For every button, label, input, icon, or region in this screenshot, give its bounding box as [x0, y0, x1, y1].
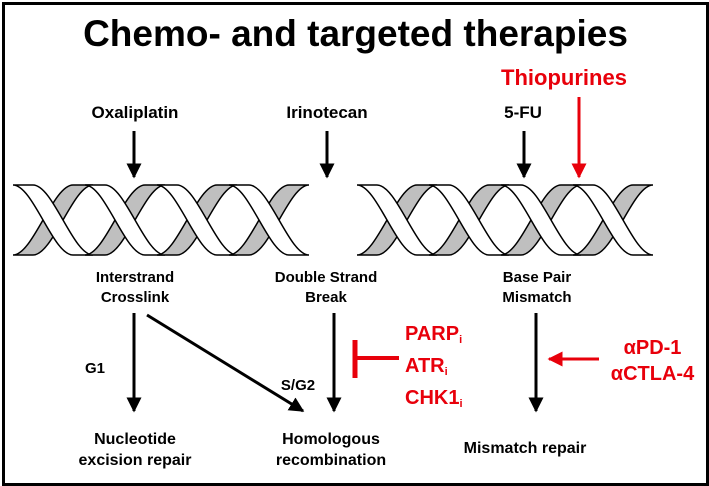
diagram-title: Chemo- and targeted therapies: [83, 13, 628, 54]
inhibitor-actla4: αCTLA-4: [610, 363, 695, 385]
repair-mismatch: Mismatch repair: [463, 440, 587, 457]
phase-g1: G1: [84, 360, 105, 377]
phase-s-g2: S/G2: [280, 377, 316, 394]
checkpoint-inhibitors: αPD-1 αCTLA-4: [605, 335, 700, 387]
diagram-graphics: [12, 97, 654, 413]
inhibitor-chk1: CHK1i: [405, 387, 463, 410]
inhibitor-list: PARPi ATRi CHK1i: [405, 321, 463, 417]
dna-helix-left: [12, 184, 310, 256]
inhibitor-apd1: αPD-1: [623, 337, 682, 359]
dna-helix-right: [356, 184, 654, 256]
drug-irinotecan: Irinotecan: [286, 103, 368, 122]
inhibitor-parp: PARPi: [405, 323, 463, 346]
drug-thiopurines: Thiopurines: [501, 65, 627, 90]
drug-5fu: 5-FU: [504, 103, 542, 122]
inhibitor-atr: ATRi: [405, 355, 448, 378]
drug-oxaliplatin: Oxaliplatin: [91, 103, 179, 122]
arrow-to-hr-diagonal: [146, 313, 305, 413]
